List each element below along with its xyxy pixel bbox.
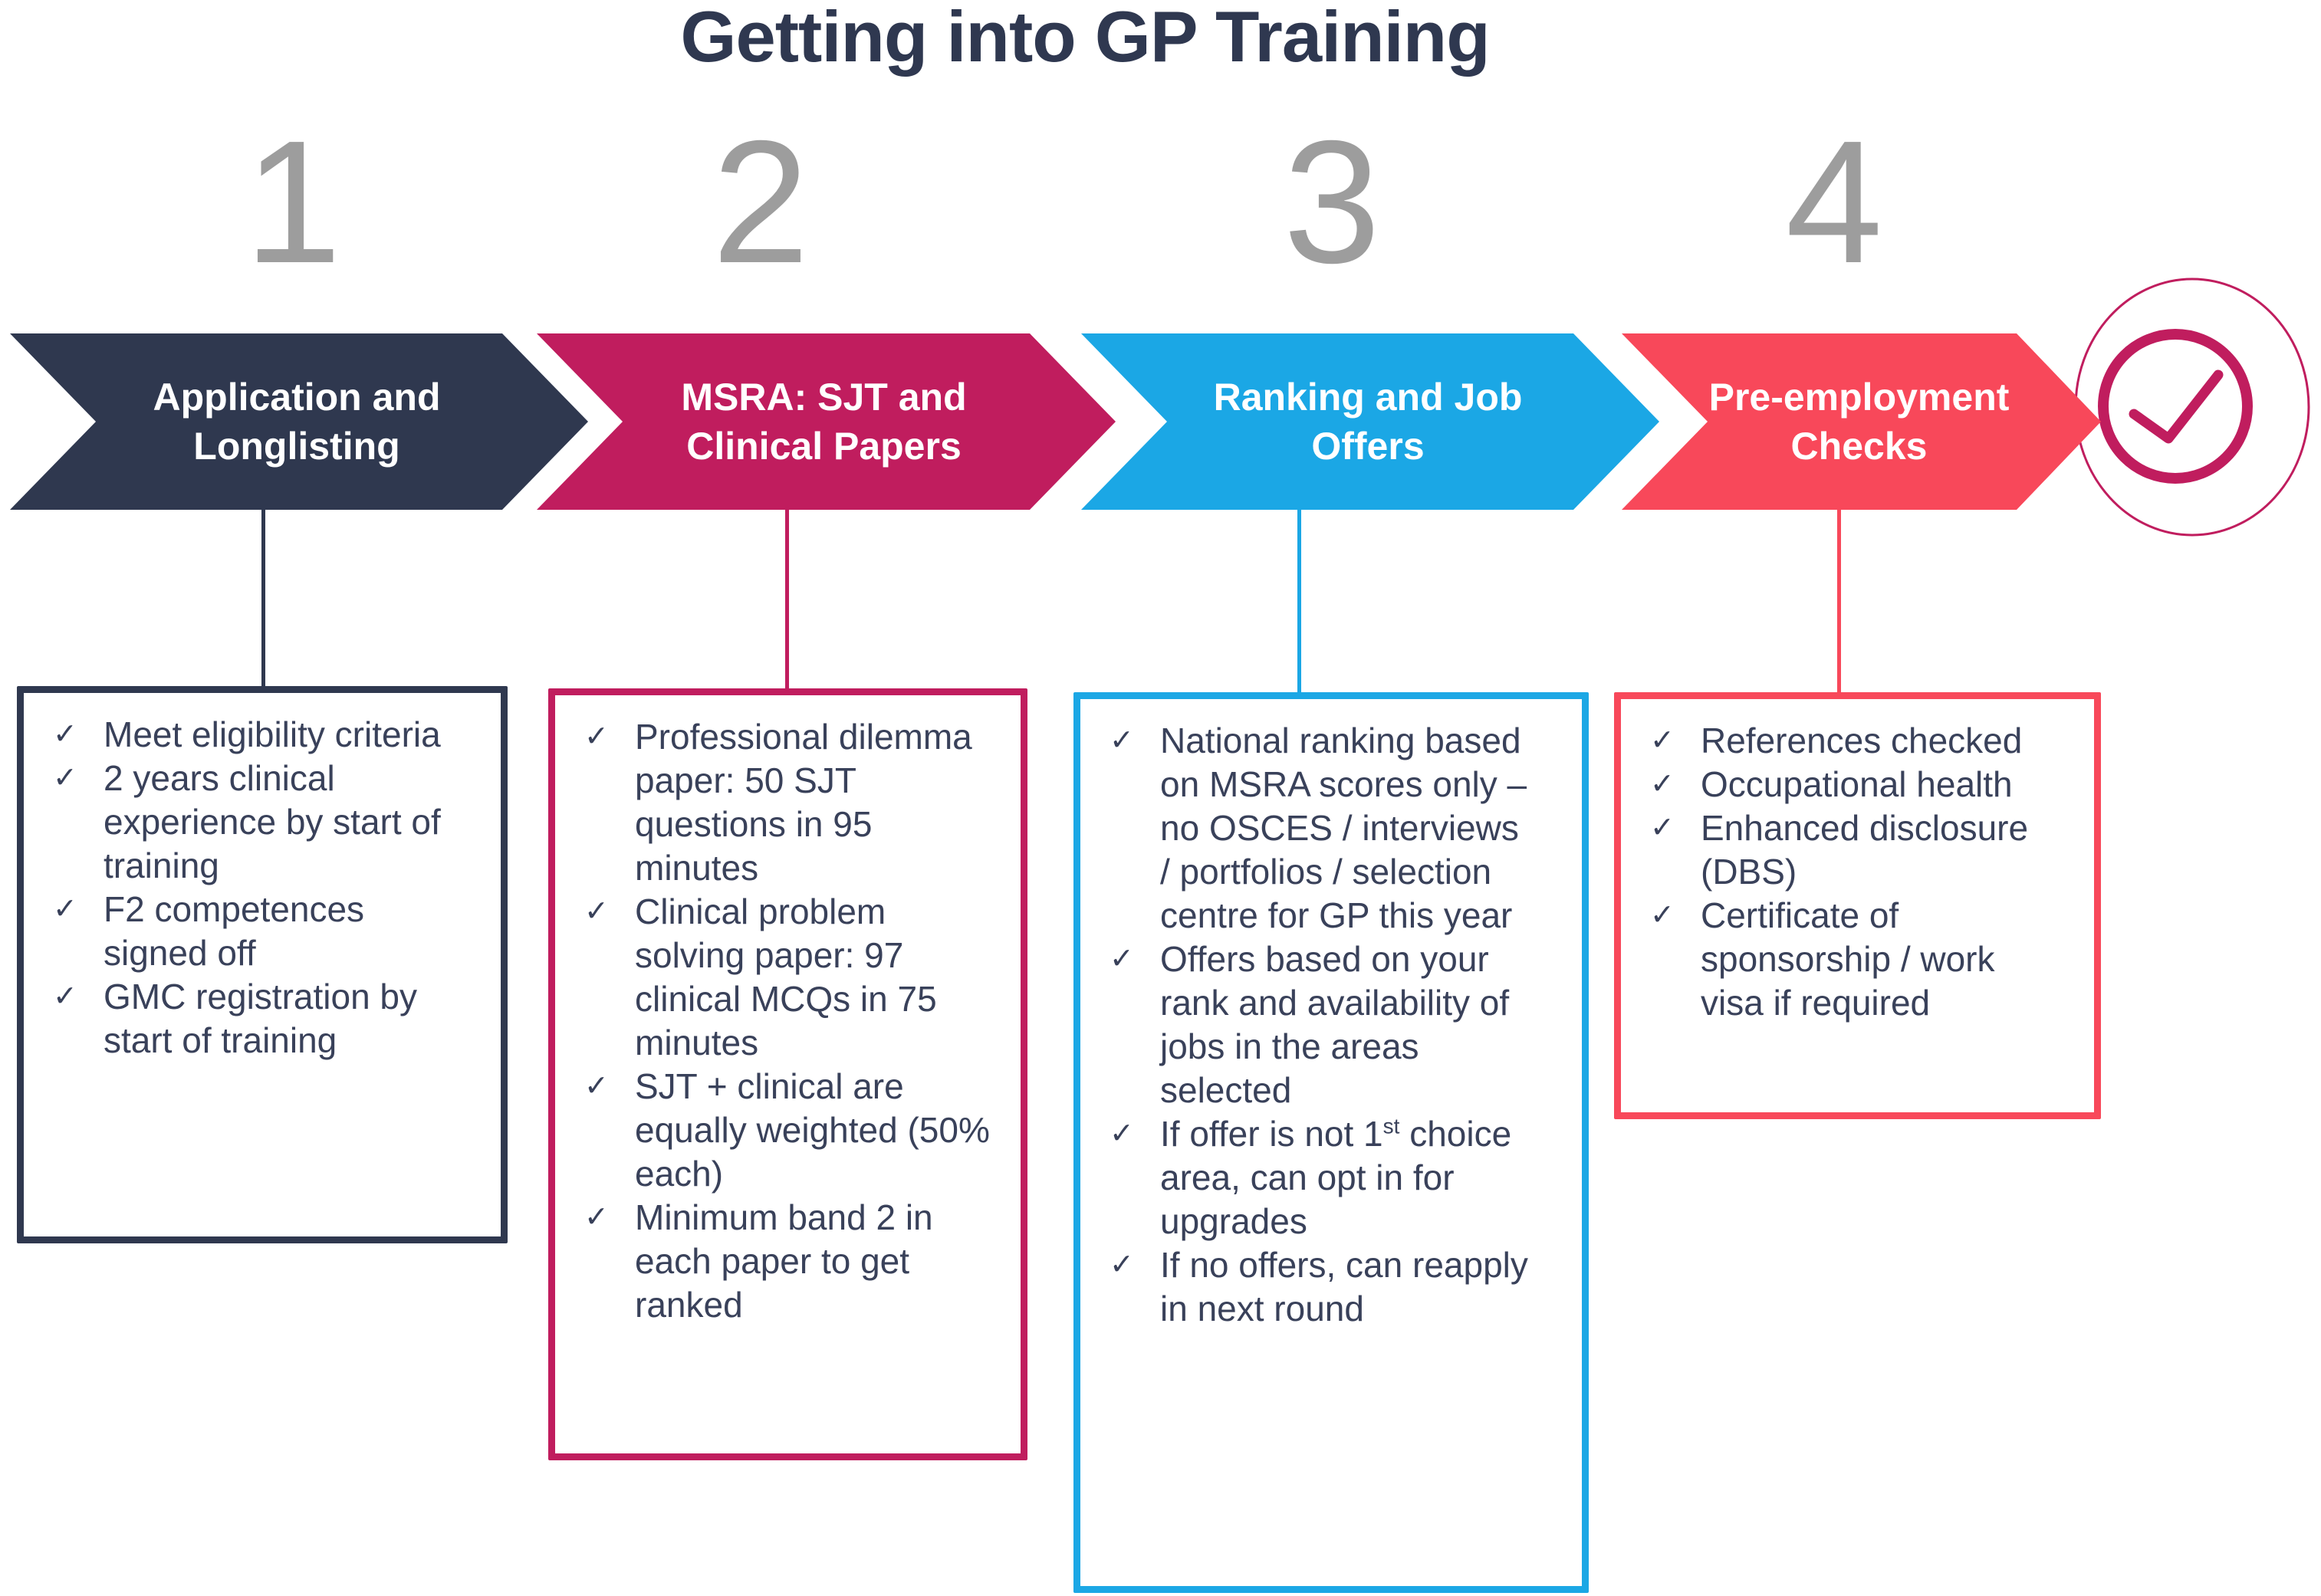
- step-2-checklist: ✓Professional dilemma paper: 50 SJT ques…: [555, 695, 1021, 1327]
- list-item: ✓F2 competences signed off: [36, 888, 501, 975]
- step-2-number: 2: [712, 105, 810, 300]
- step-2-arrow-label: MSRA: SJT and Clinical Papers: [681, 376, 967, 468]
- step-1-details-box: ✓Meet eligibility criteria ✓2 years clin…: [17, 686, 508, 1243]
- check-icon: ✓: [1110, 724, 1134, 757]
- list-item: ✓Clinical problem solving paper: 97 clin…: [567, 890, 1021, 1065]
- step-3-checklist: ✓National ranking based on MSRA scores o…: [1080, 699, 1582, 1331]
- list-item: ✓References checked: [1633, 719, 2094, 763]
- check-icon: ✓: [584, 1070, 609, 1102]
- superscript-ordinal: st: [1382, 1114, 1400, 1138]
- list-item: ✓Occupational health: [1633, 763, 2094, 806]
- page-title: Getting into GP Training: [680, 0, 1490, 77]
- check-icon: ✓: [1650, 724, 1675, 757]
- check-icon: ✓: [1650, 812, 1675, 844]
- step-2-connector-line: [785, 429, 789, 694]
- check-icon: ✓: [1650, 899, 1675, 931]
- step-1-connector-line: [261, 429, 265, 694]
- list-item: ✓Professional dilemma paper: 50 SJT ques…: [567, 715, 1021, 890]
- list-item: ✓Minimum band 2 in each paper to get ran…: [567, 1196, 1021, 1327]
- step-3-connector-line: [1297, 429, 1301, 694]
- step-4-checklist: ✓References checked ✓Occupational health…: [1621, 699, 2094, 1025]
- check-icon: ✓: [1110, 1118, 1134, 1150]
- list-item: ✓2 years clinical experience by start of…: [36, 757, 501, 888]
- step-4-connector-line: [1837, 429, 1841, 694]
- step-3-number: 3: [1283, 105, 1381, 300]
- step-4-details-box: ✓References checked ✓Occupational health…: [1614, 692, 2101, 1119]
- check-icon: ✓: [1110, 943, 1134, 975]
- list-item: ✓National ranking based on MSRA scores o…: [1093, 719, 1582, 938]
- list-item: ✓If no offers, can reapply in next round: [1093, 1243, 1582, 1331]
- check-icon: ✓: [584, 895, 609, 928]
- list-item: ✓GMC registration by start of training: [36, 975, 501, 1062]
- check-icon: ✓: [1110, 1249, 1134, 1281]
- list-item: ✓Meet eligibility criteria: [36, 713, 501, 757]
- list-item: ✓Enhanced disclosure (DBS): [1633, 806, 2094, 894]
- step-1-checklist: ✓Meet eligibility criteria ✓2 years clin…: [24, 693, 501, 1062]
- step-3-arrow-banner: Ranking and Job Offers: [1081, 333, 1659, 510]
- step-1-number: 1: [244, 105, 342, 300]
- list-item: ✓Certificate of sponsorship / work visa …: [1633, 894, 2094, 1025]
- step-4-number: 4: [1785, 105, 1883, 300]
- step-4-arrow-label: Pre-employment Checks: [1708, 376, 2010, 468]
- step-4-arrow-banner: Pre-employment Checks: [1622, 333, 2101, 510]
- completion-check-icon: [2074, 277, 2310, 537]
- step-3-arrow-label: Ranking and Job Offers: [1213, 376, 1523, 468]
- step-1-arrow-label: Application and Longlisting: [153, 376, 441, 468]
- check-icon: ✓: [53, 718, 77, 750]
- check-icon: ✓: [53, 893, 77, 925]
- list-item: ✓SJT + clinical are equally weighted (50…: [567, 1065, 1021, 1196]
- list-item: ✓Offers based on your rank and availabil…: [1093, 938, 1582, 1112]
- step-2-details-box: ✓Professional dilemma paper: 50 SJT ques…: [548, 688, 1027, 1460]
- step-2-arrow-banner: MSRA: SJT and Clinical Papers: [537, 333, 1116, 510]
- check-icon: ✓: [53, 762, 77, 794]
- check-icon: ✓: [584, 721, 609, 753]
- check-icon: ✓: [584, 1201, 609, 1233]
- list-item: ✓If offer is not 1st choice area, can op…: [1093, 1112, 1582, 1243]
- step-1-arrow-banner: Application and Longlisting: [10, 333, 588, 510]
- step-3-details-box: ✓National ranking based on MSRA scores o…: [1073, 692, 1589, 1593]
- check-icon: ✓: [1650, 768, 1675, 800]
- check-icon: ✓: [53, 980, 77, 1013]
